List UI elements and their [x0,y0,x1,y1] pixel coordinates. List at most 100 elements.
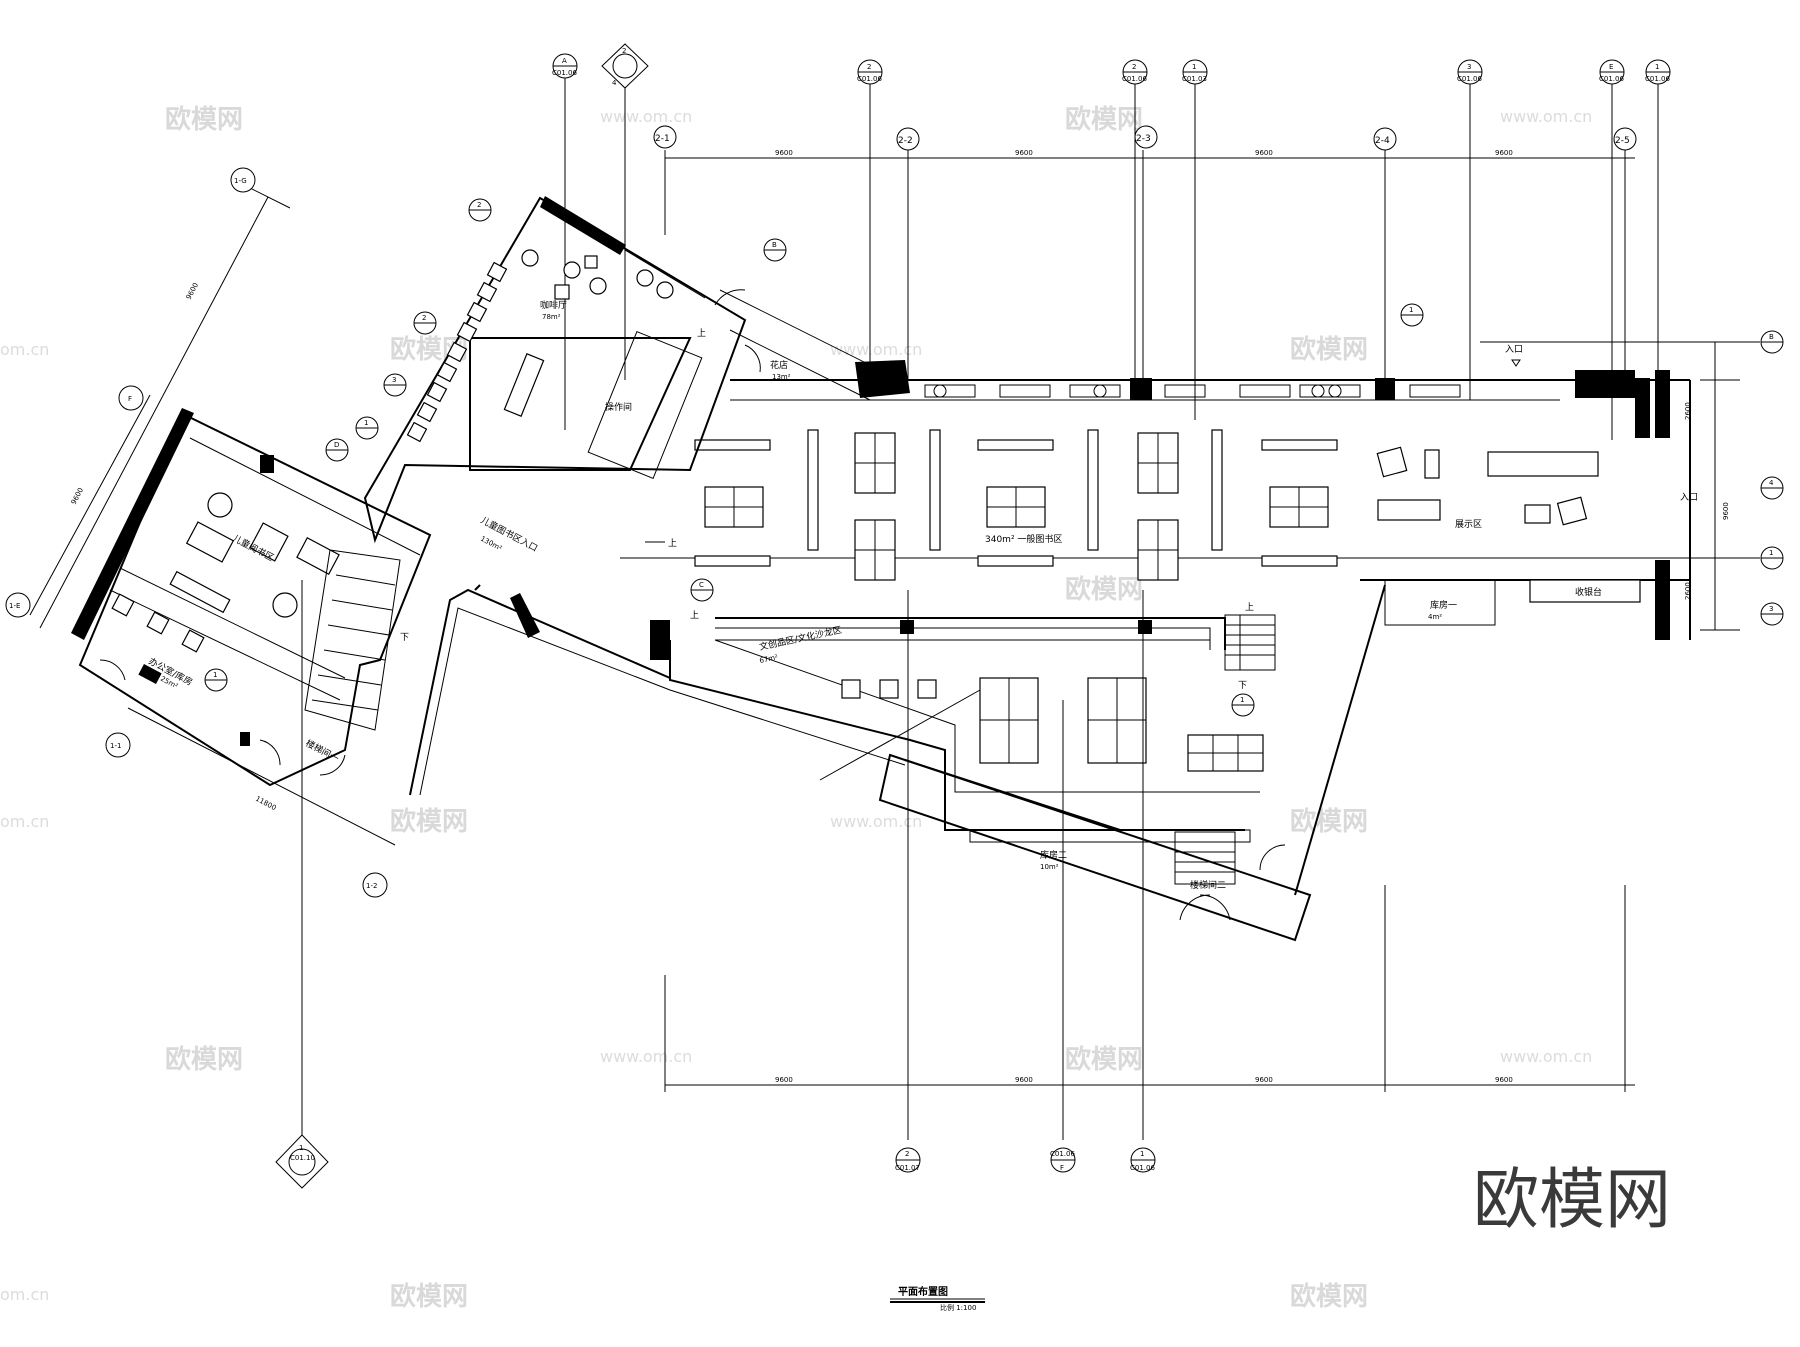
callout-sheet-ref: C01.10 [290,1154,315,1162]
axis-label-right: 1 [1769,549,1773,557]
column [1655,370,1670,438]
callout-sheet-ref: C01.06 [1599,75,1624,83]
entrance-arrow-icon [1511,359,1521,367]
door-swing [1199,894,1231,921]
room-label-cashier: 收银台 [1575,586,1602,598]
up-arrow-label: 上 [690,610,699,621]
room-area-storage-2: 10m² [1040,863,1059,871]
dimension-label: 9600 [1255,149,1273,157]
round-table [207,492,233,518]
stair-down-label: 下 [1238,681,1247,691]
axis-label: 2-1 [655,134,670,144]
kids-table [185,521,235,563]
bookshelf [977,439,1054,451]
door-swing [259,739,281,766]
kids-table [249,522,289,562]
callout-sheet-ref: C01.06 [1457,75,1482,83]
watermark-brand: 欧模网 [390,1281,468,1312]
elevation-marker-bottom-left: 1 C01.10 [275,1134,329,1189]
section-callouts-mid: C 1 1 B 2 2 3 1 D 1 [204,198,1424,717]
axis-label-left: 1-2 [366,882,377,890]
exterior-wall-thick [71,408,194,640]
callout-letter: C [699,581,704,589]
watermark-brand: 欧模网 [1065,104,1143,135]
watermark-brand: 欧模网 [165,1044,243,1075]
staircase [1224,614,1276,671]
display-counter [1377,499,1441,521]
door-swing [1179,894,1211,921]
cashier-counter [1529,579,1641,603]
watermark-url: www.om.cn [830,340,922,359]
salon-table [1087,677,1147,764]
callout-num: 3 [1467,63,1471,71]
book-table [854,519,896,581]
callout-sheet-ref: C01.06 [1050,1150,1075,1158]
drawing-title: 平面布置图 [898,1285,948,1298]
room-label-prep: 操作间 [605,401,632,413]
dimension-label: 9600 [1015,1076,1033,1084]
dimension-label: 2600 [1684,402,1692,420]
stool [1524,504,1551,524]
stair-down-label: 下 [400,633,409,643]
watermark-brand: 欧模网 [1290,806,1368,837]
book-table [854,432,896,494]
column-block [855,360,910,398]
book-table [1137,432,1179,494]
callout-sheet-ref: C01.07 [895,1164,920,1172]
watermark-brand: 欧模网 [1290,1281,1368,1312]
elevation-callouts-top: A C01.06 2 4 2 C01.06 2 C01.06 1 C01.03 … [552,43,1671,440]
dimension-label: 9600 [185,281,200,300]
door-swing [99,659,126,681]
room-label-general-books: 340m² 一般图书区 [985,533,1062,545]
axis-label-right: 4 [1769,479,1774,487]
watermark-brand: 欧模网 [1290,334,1368,365]
callout-sheet-ref: C01.06 [1122,75,1147,83]
salon-table [979,677,1039,764]
cultural-salon-area: 上 下 文创品区/文化沙龙区 67m² [669,584,1386,896]
room-label-storage-2: 库房二 [1040,849,1067,861]
armchair [1556,496,1588,526]
staircase-2 [1174,831,1236,885]
bookshelf [807,429,819,551]
axis-label-left: F [128,395,132,403]
dimension-label: 9600 [70,486,85,505]
axis-label: 2-2 [898,136,913,146]
callout-letter: A [562,57,567,65]
bottom-dimension-chain: 9600 9600 9600 9600 2 C01.07 C01.06 F 1 … [664,590,1635,1173]
side-table [1424,449,1440,479]
room-area-cultural: 67m² [759,653,779,665]
watermark-brand: 欧模网 [1065,574,1143,605]
callout-num: 2 [622,47,626,55]
watermark-url: om.cn [0,812,49,831]
dimension-label: 9600 [1495,149,1513,157]
column [1375,378,1395,400]
lower-service-area: 库房二 10m² 楼梯间二 [878,753,1312,942]
dimension-label: 9600 [1255,1076,1273,1084]
watermark-brand: 欧模网 [165,104,243,135]
watermark-url: om.cn [0,340,49,359]
watermark-brand: 欧模网 [1065,1044,1143,1075]
dimension-label: 9600 [1015,149,1033,157]
display-box [879,679,899,699]
up-arrow-label: 上 [668,538,677,549]
storage-shelf [969,829,1251,843]
bookshelf [1261,555,1338,567]
callout-letter: F [1060,1164,1064,1172]
bookshelf [929,429,941,551]
dimension-label: 9600 [775,149,793,157]
drawing-title-block: 平面布置图 比例 1:100 [890,1285,985,1312]
room-label-storage-1: 库房一 [1430,599,1457,611]
callout-sheet-ref: C01.03 [1182,75,1207,83]
display-counter [1487,451,1599,477]
callout-num: 2 [867,63,871,71]
callout-letter: E [1609,63,1613,71]
bookshelf [694,439,771,451]
callout-num: 1 [1192,63,1196,71]
callout-num: 1 [1140,1150,1144,1158]
axis-label-left: 1-G [234,177,247,185]
callout-sheet-ref: C01.06 [857,75,882,83]
room-label-entrance-vertical: 入口 [1680,492,1698,503]
bookshelf [1087,429,1099,551]
room-area-storage-1: 4m² [1428,613,1442,621]
